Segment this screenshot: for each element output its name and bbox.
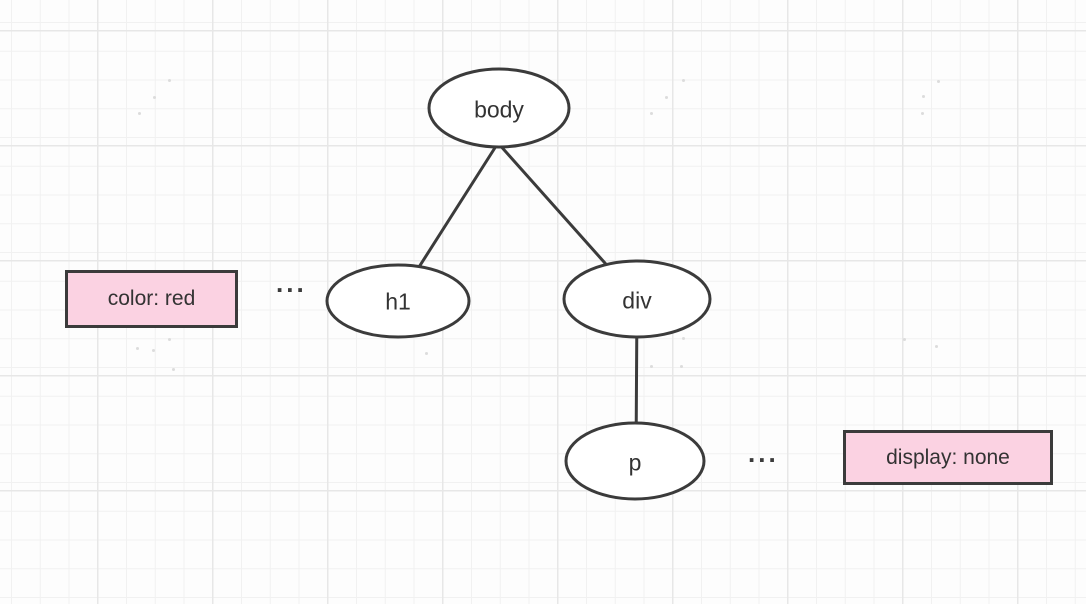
- paper-speck: [665, 96, 668, 99]
- paper-speck: [935, 345, 938, 348]
- paper-speck: [650, 112, 653, 115]
- node-h1: [325, 263, 471, 339]
- paper-speck: [425, 352, 428, 355]
- ellipsis-connector-p: ...: [748, 438, 779, 468]
- node-label-body: body: [474, 96, 524, 123]
- node-label-div: div: [622, 287, 652, 314]
- paper-speck: [168, 79, 171, 82]
- paper-speck: [650, 365, 653, 368]
- paper-speck: [152, 349, 155, 352]
- node-div: [562, 259, 712, 339]
- css-rule-label: display: none: [886, 445, 1010, 469]
- paper-speck: [937, 80, 940, 83]
- paper-speck: [921, 112, 924, 115]
- css-rule-box-color-red: color: red: [65, 270, 238, 328]
- paper-speck: [922, 95, 925, 98]
- paper-speck: [136, 347, 139, 350]
- paper-speck: [680, 365, 683, 368]
- node-p: [564, 421, 706, 501]
- paper-speck: [138, 112, 141, 115]
- paper-speck: [168, 338, 171, 341]
- node-label-h1: h1: [385, 288, 411, 315]
- node-label-p: p: [628, 449, 642, 476]
- css-rule-label: color: red: [107, 287, 196, 310]
- paper-speck: [903, 338, 906, 341]
- paper-speck: [172, 368, 175, 371]
- paper-speck: [682, 79, 685, 82]
- paper-speck: [682, 337, 685, 340]
- ellipsis-connector-h1: ...: [276, 268, 307, 298]
- paper-speck: [153, 96, 156, 99]
- node-body: [427, 67, 571, 149]
- css-rule-box-display-none: display: none: [843, 430, 1053, 485]
